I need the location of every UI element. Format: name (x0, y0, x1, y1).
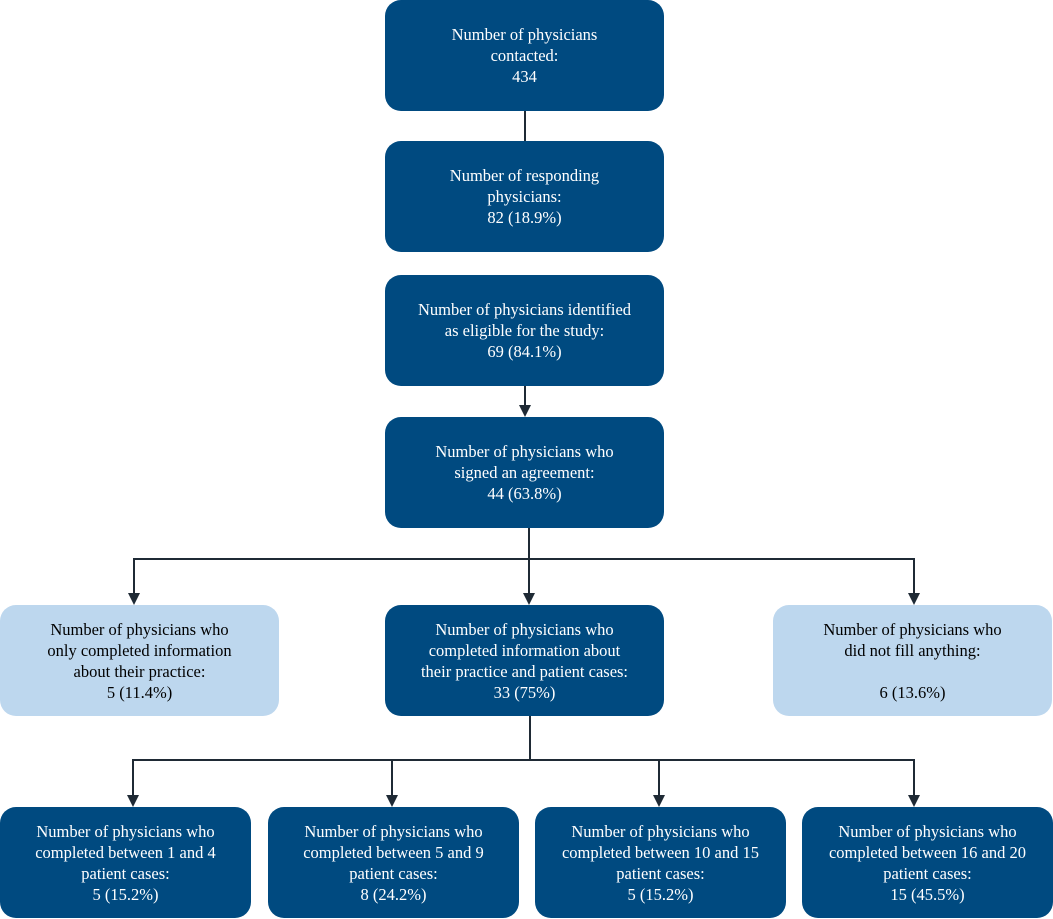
node-nothing-line-1: Number of physicians who (823, 619, 1002, 639)
node-contacted-count: 434 (512, 67, 537, 86)
node-nothing-count: 6 (13.6%) (879, 682, 946, 702)
node-only-practice-line-1: Number of physicians who (50, 619, 229, 639)
node-contacted: Number of physicians contacted: 434 (385, 0, 664, 111)
arrowhead-cases-10-15 (653, 795, 665, 807)
node-cases-1-4-line-2: completed between 1 and 4 (35, 842, 216, 862)
arrowhead-nothing (908, 593, 920, 605)
node-cases-10-15-line-2: completed between 10 and 15 (561, 842, 760, 862)
node-only-practice-line-3: about their practice: (73, 661, 206, 681)
node-only-practice: Number of physicians who only completed … (0, 605, 279, 716)
connector-contacted-responding (524, 111, 526, 141)
node-cases-10-15-count: 5 (15.2%) (627, 884, 694, 904)
node-only-practice-count: 5 (11.4%) (106, 682, 173, 702)
node-cases-5-9-line-1: Number of physicians who (304, 821, 483, 841)
node-only-practice-line-2: only completed information (47, 640, 232, 660)
arrowhead-practice-and-cases (523, 593, 535, 605)
node-cases-5-9-line-2: completed between 5 and 9 (303, 842, 484, 862)
node-practice-and-cases-count: 33 (75%) (493, 682, 556, 702)
node-cases-1-4-line-3: patient cases: (81, 863, 170, 883)
node-cases-10-15: Number of physicians who completed betwe… (535, 807, 786, 918)
node-practice-and-cases-line-1: Number of physicians who (435, 619, 614, 639)
node-cases-1-4: Number of physicians who completed betwe… (0, 807, 251, 918)
connector-to-cases-1-4 (132, 759, 134, 795)
node-signed-line-2: signed an agreement: (454, 463, 595, 482)
arrowhead-signed (519, 405, 531, 417)
node-eligible-count: 69 (84.1%) (487, 342, 562, 361)
node-eligible-line-1: Number of physicians identified (417, 300, 632, 319)
arrowhead-cases-5-9 (386, 795, 398, 807)
node-contacted-line-2: contacted: (490, 46, 559, 65)
node-practice-and-cases-line-3: their practice and patient cases: (420, 661, 629, 681)
arrowhead-only-practice (128, 593, 140, 605)
node-practice-and-cases: Number of physicians who completed infor… (385, 605, 664, 716)
node-cases-1-4-line-1: Number of physicians who (36, 821, 215, 841)
connector-to-cases-10-15 (658, 759, 660, 795)
connector-to-nothing (913, 558, 915, 593)
node-responding-count: 82 (18.9%) (487, 208, 562, 227)
node-cases-16-20-line-2: completed between 16 and 20 (828, 842, 1027, 862)
node-responding-line-2: physicians: (487, 187, 562, 206)
arrowhead-cases-16-20 (908, 795, 920, 807)
node-responding: Number of responding physicians: 82 (18.… (385, 141, 664, 252)
node-cases-10-15-line-1: Number of physicians who (571, 821, 750, 841)
node-signed: Number of physicians who signed an agree… (385, 417, 664, 528)
connector-to-cases-16-20 (913, 759, 915, 795)
node-cases-16-20: Number of physicians who completed betwe… (802, 807, 1053, 918)
node-cases-5-9: Number of physicians who completed betwe… (268, 807, 519, 918)
node-signed-count: 44 (63.8%) (487, 484, 562, 503)
connector-eligible-signed (524, 386, 526, 407)
node-cases-1-4-count: 5 (15.2%) (92, 884, 159, 904)
node-cases-16-20-count: 15 (45.5%) (890, 884, 965, 904)
node-cases-16-20-line-3: patient cases: (883, 863, 972, 883)
node-cases-5-9-line-3: patient cases: (349, 863, 438, 883)
connector-signed-trunk (528, 528, 530, 559)
node-nothing-line-2: did not fill anything: (844, 640, 981, 660)
arrowhead-cases-1-4 (127, 795, 139, 807)
connector-to-practice-and-cases (528, 558, 530, 593)
node-responding-line-1: Number of responding (449, 166, 600, 185)
node-eligible-line-2: as eligible for the study: (444, 321, 605, 340)
connector-to-cases-5-9 (391, 759, 393, 795)
node-nothing-spacer (823, 661, 1001, 682)
connector-cases-trunk (529, 716, 531, 760)
node-cases-16-20-line-1: Number of physicians who (838, 821, 1017, 841)
node-signed-line-1: Number of physicians who (435, 442, 614, 461)
connector-signed-branch (133, 558, 915, 560)
node-cases-10-15-line-3: patient cases: (616, 863, 705, 883)
node-eligible: Number of physicians identified as eligi… (385, 275, 664, 386)
node-practice-and-cases-line-2: completed information about (428, 640, 621, 660)
node-contacted-line-1: Number of physicians (451, 25, 598, 44)
node-nothing: Number of physicians who did not fill an… (773, 605, 1052, 716)
connector-to-only-practice (133, 558, 135, 593)
connector-cases-branch (132, 759, 915, 761)
node-cases-5-9-count: 8 (24.2%) (360, 884, 427, 904)
